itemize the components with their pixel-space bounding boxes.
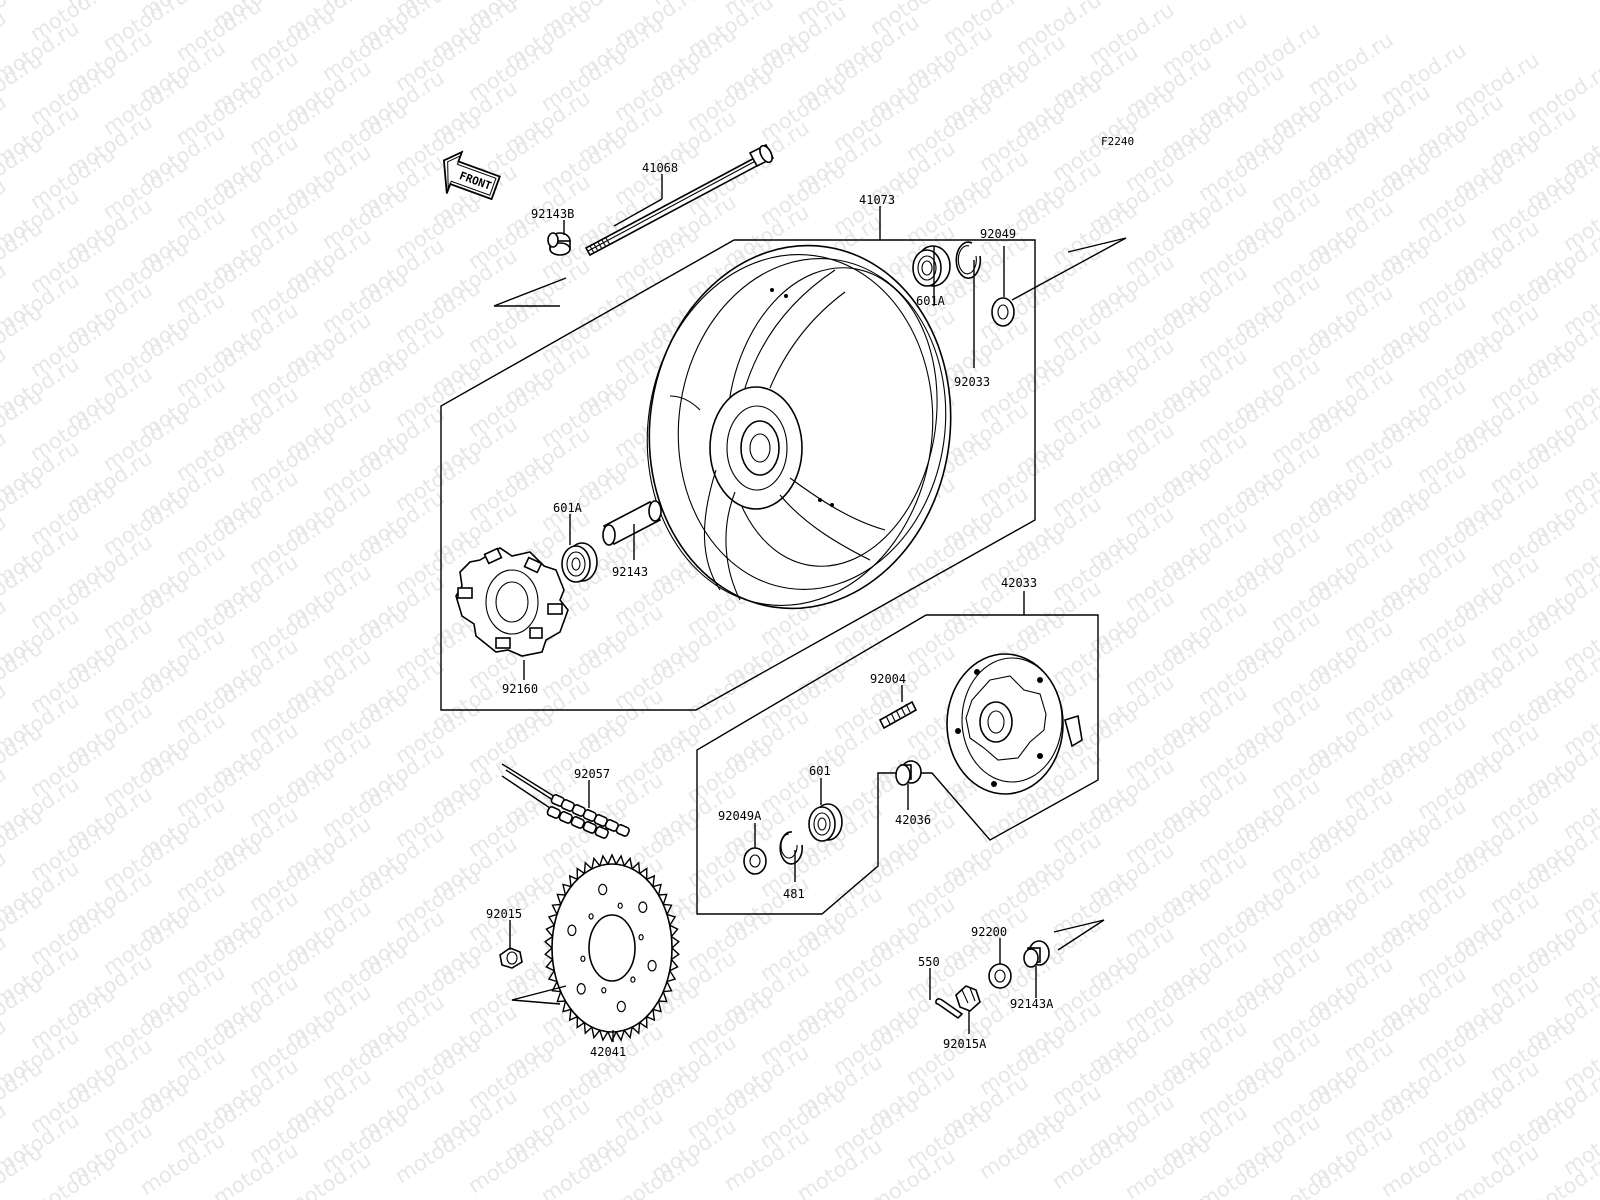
sprocket-hole (588, 913, 594, 920)
label-92160: 92160 (502, 682, 538, 696)
wheel-damper-92160 (455, 547, 569, 657)
axle-nut-92143B (547, 232, 571, 256)
sprocket-axis-line (511, 985, 567, 1001)
label-550: 550 (918, 955, 940, 969)
sprocket-hole (567, 924, 577, 937)
sprocket-hole (601, 987, 607, 994)
label-92049A: 92049A (718, 809, 762, 823)
sprocket-holes (567, 883, 657, 1013)
label-92143B: 92143B (531, 207, 574, 221)
label-42033: 42033 (1001, 576, 1037, 590)
leader-lines (509, 174, 1037, 1042)
axle-axis-line-left (493, 277, 567, 307)
figure-code: F2240 (1101, 135, 1134, 148)
label-601A-left: 601A (553, 501, 583, 515)
sprocket-axis-line-2 (511, 999, 561, 1005)
label-92049: 92049 (980, 227, 1016, 241)
collar-42036 (895, 760, 922, 786)
sprocket-nut-92015 (499, 947, 523, 969)
sprocket-hole (576, 982, 586, 995)
sprocket-hole (598, 883, 608, 896)
rear-axis-line-2 (1057, 919, 1105, 951)
label-42036: 42036 (895, 813, 931, 827)
drive-chain-92057 (501, 763, 630, 839)
castle-nut-92015A (955, 985, 981, 1012)
label-92200: 92200 (971, 925, 1007, 939)
circlip-481 (779, 831, 803, 865)
label-92015: 92015 (486, 907, 522, 921)
stud-bolt-92004 (878, 700, 918, 730)
sprocket-hole (616, 1000, 626, 1013)
label-42041: 42041 (590, 1045, 626, 1059)
label-92143A: 92143A (1010, 997, 1054, 1011)
bearing-601 (808, 803, 843, 842)
rear-axis-line (1053, 919, 1105, 933)
sprocket-coupling-42033 (946, 653, 1083, 795)
axle-axis-line-right-2 (1067, 237, 1127, 253)
sprocket-hole (638, 934, 644, 941)
wheel-assembly-outline (440, 239, 1036, 711)
label-41073: 41073 (859, 193, 895, 207)
label-92033: 92033 (954, 375, 990, 389)
axle-axis-line-right (1011, 237, 1127, 301)
spacer-tube-92143 (602, 500, 662, 546)
label-601A-top: 601A (916, 294, 946, 308)
label-92057: 92057 (574, 767, 610, 781)
sprocket-hole (638, 901, 648, 913)
washer-92200 (988, 963, 1012, 989)
axle-shaft (584, 143, 775, 257)
circlip-92033 (955, 241, 982, 279)
rear-wheel-rim (646, 244, 952, 610)
label-92004: 92004 (870, 672, 906, 686)
front-direction-arrow-icon: FRONT (442, 150, 501, 201)
label-601: 601 (809, 764, 831, 778)
coupling-assembly-outline (696, 614, 1099, 915)
label-92143: 92143 (612, 565, 648, 579)
label-481: 481 (783, 887, 805, 901)
sprocket-hole (580, 955, 586, 963)
sprocket-hole (647, 959, 657, 972)
label-41068: 41068 (642, 161, 678, 175)
sprocket-hole (617, 902, 623, 909)
rear-sprocket-42041 (544, 853, 680, 1043)
part-labels: 41068 92143B 41073 92049 601A 92033 601A… (486, 161, 1054, 1059)
collar-92049 (991, 297, 1015, 327)
sprocket-hole (630, 976, 636, 983)
label-92015A: 92015A (943, 1037, 987, 1051)
collar-92143A (1023, 940, 1050, 968)
bearing-601A-left (561, 542, 598, 583)
cotter-pin-550 (935, 998, 964, 1020)
collar-92049A (743, 847, 767, 875)
